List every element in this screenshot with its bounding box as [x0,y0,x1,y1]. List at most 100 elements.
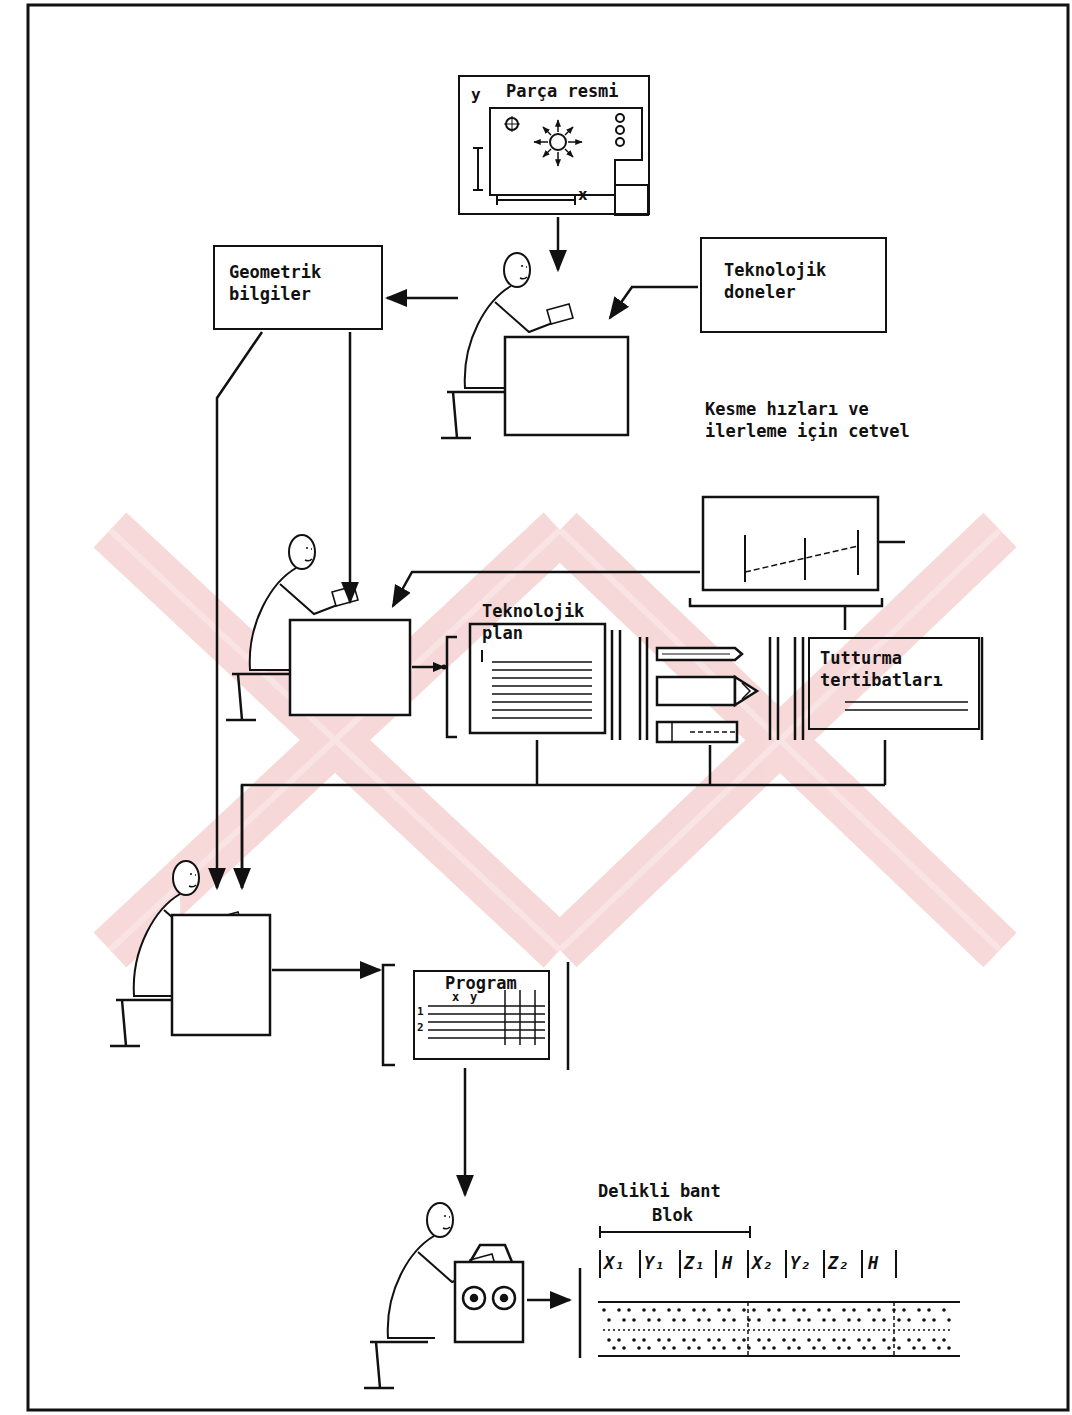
tape-hole [913,1329,915,1331]
tape-hole [632,1318,636,1322]
tape-hole [657,1318,661,1322]
plan-sheet [481,650,483,662]
tape-hole [838,1329,840,1331]
part-drawing [616,126,624,134]
tape-hole [732,1318,736,1322]
tool-icons [657,648,757,742]
tape-hole [682,1338,686,1342]
tape-hole [807,1338,811,1342]
tape-field: X₂ [752,1254,772,1272]
punch-machine [470,1245,512,1262]
tool-icons [657,648,742,660]
fixture-lines [845,702,968,710]
part-drawing [565,127,573,135]
part-drawing [565,149,573,157]
tape-field: Z₁ [684,1254,704,1272]
tape-hole [732,1338,736,1342]
tape-hole [932,1318,936,1322]
tape-hole [613,1329,615,1331]
tape-hole [773,1329,775,1331]
part-drawing [473,148,483,190]
watermark-outline [110,530,1000,950]
tape-hole [632,1338,636,1342]
plan-sheet [492,662,592,718]
tape-hole [667,1308,671,1312]
tape-hole [627,1308,631,1312]
tape-hole [947,1318,951,1322]
tape-hole [742,1308,746,1312]
tape-hole [928,1329,930,1331]
tape-hole [662,1346,666,1350]
watermark [110,530,1000,950]
part-drawing [534,120,582,166]
tape-hole [812,1346,816,1350]
tape-hole [762,1346,766,1350]
tape-hole [617,1338,621,1342]
tape-hole [767,1338,771,1342]
program-sheet [428,1006,545,1038]
tape-hole [868,1329,870,1331]
tool-icons [735,677,757,705]
tape-hole [707,1338,711,1342]
tape-hole [863,1329,865,1331]
tape-hole [908,1329,910,1331]
tape-hole [647,1346,651,1350]
part-drawing [557,152,559,166]
part-drawing [534,141,548,143]
desk [505,337,628,435]
tape-field: H [722,1254,732,1272]
tape-hole [607,1318,611,1322]
tape-hole [803,1329,805,1331]
tape-hole [843,1329,845,1331]
tape-hole [778,1329,780,1331]
punch-machine [463,1287,485,1309]
tape-hole [872,1346,876,1350]
tape-hole [858,1329,860,1331]
tape-hole [618,1329,620,1331]
tape-hole [867,1308,871,1312]
heading-block: Delikli bant [598,1180,806,1208]
tape-hole [853,1329,855,1331]
tape-hole [937,1346,941,1350]
tape-hole [847,1346,851,1350]
tape-hole [753,1329,755,1331]
tape-hole [667,1338,671,1342]
tape-hole [738,1329,740,1331]
drawing-label: 1 [417,1003,424,1021]
tape-hole [823,1329,825,1331]
tape-hole [622,1318,626,1322]
tape-hole [818,1329,820,1331]
tape-hole [747,1346,751,1350]
tape-hole [943,1329,945,1331]
tape-field: H [868,1254,878,1272]
tape-hole [688,1329,690,1331]
part-drawing [616,138,624,146]
tape-hole [822,1346,826,1350]
tape-field: Y₁ [644,1254,664,1272]
part-drawing [490,108,642,195]
tape-hole [827,1308,831,1312]
tape-hole [873,1329,875,1331]
punch-machine [471,1295,477,1301]
tape-hole [703,1329,705,1331]
punched-tape [602,1308,951,1350]
tape-hole [842,1338,846,1342]
tool-icons [657,722,737,742]
tape-hole [782,1338,786,1342]
tape-hole [783,1329,785,1331]
page-frame [28,5,1068,1410]
tape-hole [802,1308,806,1312]
flow-arrows [242,740,885,888]
tape-hole [628,1329,630,1331]
node-text: Teknolojik plan [482,600,592,644]
part-drawing [543,149,551,157]
tape-hole [758,1329,760,1331]
diagram-art [364,1203,496,1388]
tape-hole [797,1346,801,1350]
tape-hole [872,1318,876,1322]
tape-hole [747,1318,751,1322]
tape-hole [893,1329,895,1331]
tape-hole [923,1329,925,1331]
tape-hole [817,1308,821,1312]
